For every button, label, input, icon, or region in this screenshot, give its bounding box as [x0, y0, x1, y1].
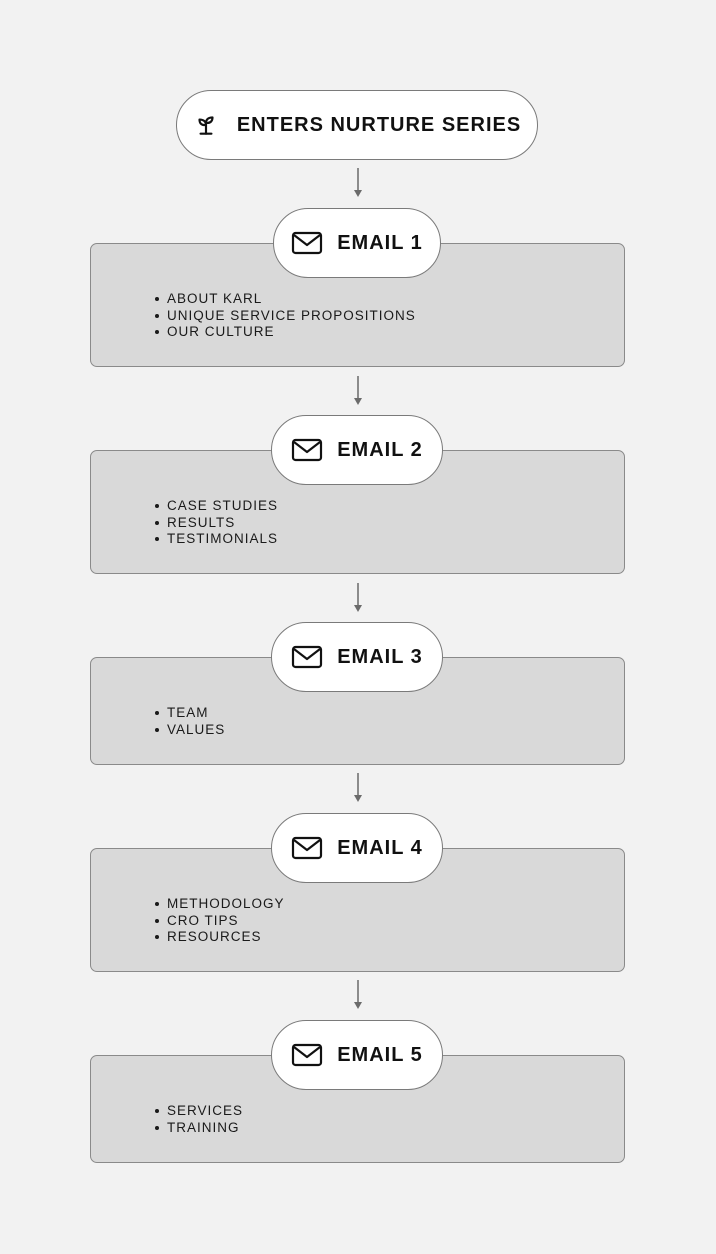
list-item: ABOUT KARL: [153, 291, 416, 308]
list-item: RESOURCES: [153, 929, 285, 946]
email-1-node: EMAIL 1: [273, 208, 441, 278]
start-node: ENTERS NURTURE SERIES: [176, 90, 538, 160]
list-item: TRAINING: [153, 1120, 243, 1137]
sprout-icon: [193, 112, 219, 138]
email-5-label: EMAIL 5: [337, 1043, 423, 1066]
email-2-label: EMAIL 2: [337, 438, 423, 461]
list-item: SERVICES: [153, 1103, 243, 1120]
list-item: TEAM: [153, 705, 225, 722]
mail-icon: [291, 438, 323, 462]
email-3-label: EMAIL 3: [337, 645, 423, 668]
list-item: OUR CULTURE: [153, 324, 416, 341]
flow-arrow: [354, 773, 362, 802]
start-node-label: ENTERS NURTURE SERIES: [236, 113, 522, 136]
email-3-topics: TEAM VALUES: [153, 705, 225, 738]
email-4-label: EMAIL 4: [337, 836, 423, 859]
list-item: VALUES: [153, 722, 225, 739]
email-1-label: EMAIL 1: [337, 231, 423, 254]
email-2-node: EMAIL 2: [271, 415, 443, 485]
list-item: METHODOLOGY: [153, 896, 285, 913]
email-1-topics: ABOUT KARL UNIQUE SERVICE PROPOSITIONS O…: [153, 291, 416, 341]
email-3-node: EMAIL 3: [271, 622, 443, 692]
list-item: RESULTS: [153, 515, 278, 532]
list-item: CRO TIPS: [153, 913, 285, 930]
list-item: UNIQUE SERVICE PROPOSITIONS: [153, 308, 416, 325]
list-item: TESTIMONIALS: [153, 531, 278, 548]
flow-arrow: [354, 980, 362, 1009]
email-4-topics: METHODOLOGY CRO TIPS RESOURCES: [153, 896, 285, 946]
email-4-node: EMAIL 4: [271, 813, 443, 883]
email-4-box: METHODOLOGY CRO TIPS RESOURCES: [90, 848, 625, 972]
mail-icon: [291, 645, 323, 669]
mail-icon: [291, 231, 323, 255]
email-5-node: EMAIL 5: [271, 1020, 443, 1090]
email-2-topics: CASE STUDIES RESULTS TESTIMONIALS: [153, 498, 278, 548]
list-item: CASE STUDIES: [153, 498, 278, 515]
flow-arrow: [354, 376, 362, 405]
email-5-topics: SERVICES TRAINING: [153, 1103, 243, 1136]
mail-icon: [291, 836, 323, 860]
mail-icon: [291, 1043, 323, 1067]
flow-arrow: [354, 168, 362, 197]
flow-arrow: [354, 583, 362, 612]
